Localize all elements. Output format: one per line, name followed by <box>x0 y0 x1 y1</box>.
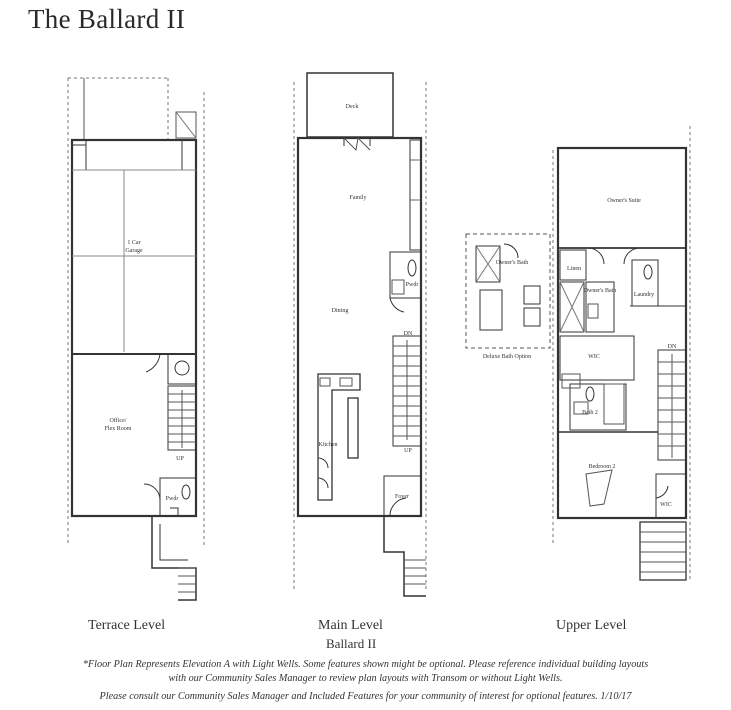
terrace-office-label-2: Flex Room <box>105 426 132 432</box>
upper-owners-bath-label: Owner's Bath <box>584 288 617 294</box>
upper-wic-label: WIC <box>588 354 600 360</box>
upper-level-plan <box>465 126 691 581</box>
main-pwdr-label: Pwdr <box>406 282 419 288</box>
main-dn-label: DN <box>404 331 413 337</box>
upper-bath2-label: Bath 2 <box>582 410 598 416</box>
upper-dn-label: DN <box>668 344 677 350</box>
main-family-label: Family <box>349 195 366 201</box>
main-dining-label: Dining <box>332 308 349 314</box>
plan-title: The Ballard II <box>28 4 186 34</box>
main-deck-label: Deck <box>346 104 359 110</box>
terrace-up-label: UP <box>176 456 184 462</box>
terrace-office-label-1: Office/ <box>110 417 127 424</box>
main-level-plan <box>293 72 427 597</box>
terrace-level-label: Terrace Level <box>88 618 166 633</box>
upper-owners-suite-label: Owner's Suite <box>607 198 641 204</box>
footnote-line-1: *Floor Plan Represents Elevation A with … <box>82 659 649 670</box>
upper-bedroom2-label: Bedroom 2 <box>589 464 616 470</box>
main-kitchen-label: Kitchen <box>319 442 338 448</box>
upper-laundry-label: Laundry <box>634 292 654 298</box>
terrace-garage-label-1: 1 Car <box>127 240 140 246</box>
main-up-label: UP <box>404 448 412 454</box>
footnote-line-2: with our Community Sales Manager to revi… <box>168 673 563 684</box>
upper-linen-label: Linen <box>567 266 581 272</box>
main-foyer-label: Foyer <box>395 494 409 500</box>
terrace-garage-label-2: Garage <box>125 248 143 254</box>
footnote-line-3: Please consult our Community Sales Manag… <box>99 691 632 702</box>
upper-level-label: Upper Level <box>556 618 627 633</box>
main-level-sublabel: Ballard II <box>326 636 377 651</box>
terrace-level-plan <box>67 77 205 601</box>
terrace-pwdr-label: Pwdr <box>166 496 179 502</box>
main-level-label: Main Level <box>318 618 383 633</box>
upper-wic2-label: WIC <box>660 502 672 508</box>
deluxe-owners-bath-label: Owner's Bath <box>496 260 529 266</box>
deluxe-bath-option-label: Deluxe Bath Option <box>483 354 531 360</box>
